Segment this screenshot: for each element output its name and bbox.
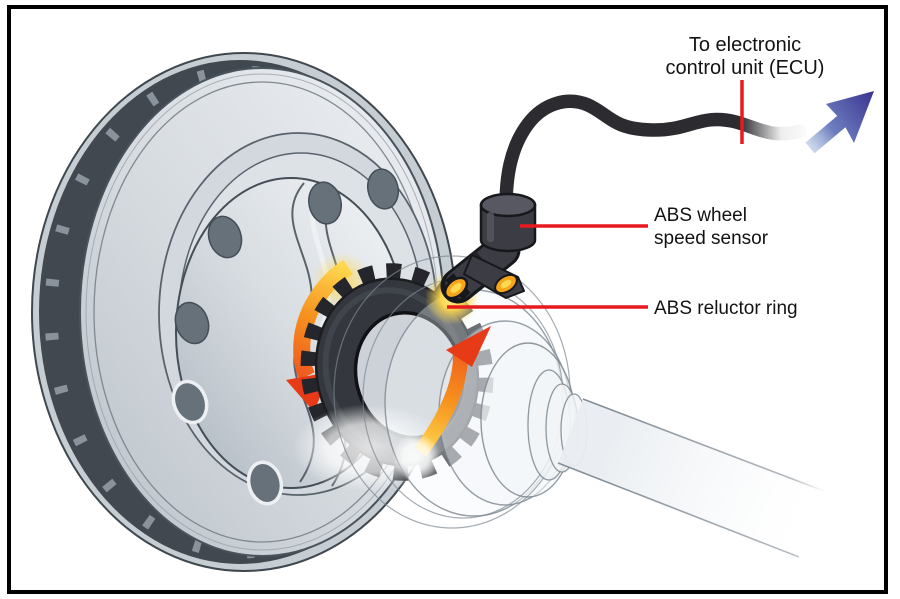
ecu-arrow-shaft (805, 115, 847, 154)
sensor-boot-highlight (487, 212, 494, 242)
bolt-hole (308, 181, 342, 225)
bolt-hole (174, 301, 210, 345)
bolt-hole (171, 379, 209, 425)
ecu-label-line1: To electronic (689, 34, 801, 56)
frame-border (7, 5, 888, 594)
axle-shaft-top-edge (582, 398, 825, 492)
rotation-arrow-right-icon (392, 326, 491, 481)
bolt-hole (246, 460, 284, 506)
sensor-boot-body (479, 203, 537, 253)
rotation-arrow-right-head (446, 326, 491, 367)
reluctor-label: ABS reluctor ring (654, 298, 798, 319)
cable-fade-zone (740, 88, 815, 168)
bolt-hole (366, 168, 400, 210)
axle-shaft (558, 399, 824, 557)
ecu-arrow-head (826, 91, 874, 143)
sensor-cable (499, 94, 807, 214)
ecu-direction-arrow-icon (805, 91, 874, 154)
bolt-hole (207, 215, 243, 259)
labels: To electronic control unit (ECU) ABS whe… (654, 34, 824, 319)
axle-shaft-bottom-edge (557, 462, 800, 558)
sensor-label-line1: ABS wheel (654, 205, 747, 226)
sensor-boot-top (479, 192, 537, 218)
ecu-label-line2: control unit (ECU) (666, 57, 825, 79)
wheel-speed-sensor (425, 192, 537, 325)
sensor-label-line2: speed sensor (654, 228, 769, 249)
wheel-bolt-holes (171, 168, 400, 506)
sensor-bracket-hole-center (500, 279, 512, 289)
rotation-arrow-right-fade (392, 433, 440, 481)
sensor-tip-face-center (450, 283, 462, 293)
rotation-arrow-left-band (293, 259, 353, 380)
leader-lines (447, 80, 744, 309)
